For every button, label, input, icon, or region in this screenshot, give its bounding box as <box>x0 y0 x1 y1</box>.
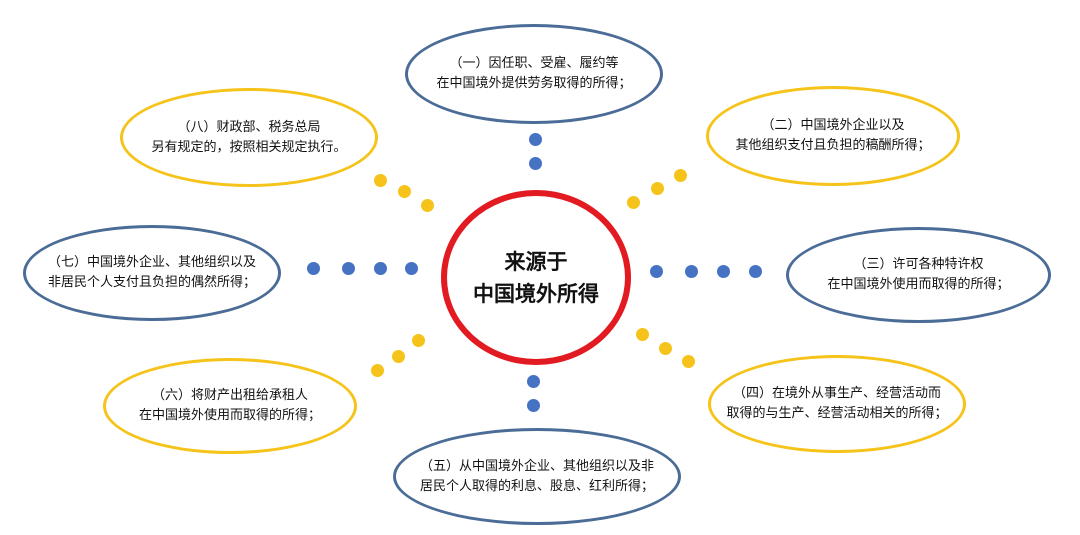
node-4-line1: （四）在境外从事生产、经营活动而 <box>732 386 941 401</box>
node-4-line2: 取得的与生产、经营活动相关的所得； <box>726 406 948 421</box>
connector-dot-right <box>684 264 698 278</box>
connector-dot-lower-right <box>681 354 695 368</box>
connector-dot-upper-left <box>373 173 387 187</box>
node-4-ellipse: （四）在境外从事生产、经营活动而 取得的与生产、经营活动相关的所得； <box>708 355 966 453</box>
connector-dot-upper-right <box>626 195 640 209</box>
node-5-ellipse: （五）从中国境外企业、其他组织以及非 居民个人取得的利息、股息、红利所得； <box>393 428 681 525</box>
connector-dot-upper-left <box>420 198 434 212</box>
connector-dot-top <box>528 132 542 146</box>
node-3-line1: （三）许可各种特许权 <box>853 257 984 272</box>
node-8-line1: （八）财政部、税务总局 <box>177 119 321 135</box>
node-5-line1: （五）从中国境外企业、其他组织以及非 <box>419 458 654 474</box>
node-3-ellipse: （三）许可各种特许权 在中国境外使用而取得的所得； <box>786 227 1051 323</box>
node-3-line2: 在中国境外使用而取得的所得； <box>827 277 1010 292</box>
node-2-ellipse: （二）中国境外企业以及 其他组织支付且负担的稿酬所得； <box>706 86 960 186</box>
node-2-line2: 其他组织支付且负担的稿酬所得； <box>735 138 931 153</box>
connector-dot-right <box>748 264 762 278</box>
node-1-line2: 在中国境外提供劳务取得的所得； <box>436 76 632 91</box>
connector-dot-left <box>404 261 418 275</box>
connector-dot-lower-left <box>411 333 425 347</box>
node-1-ellipse: （一）因任职、受雇、履约等 在中国境外提供劳务取得的所得； <box>405 24 663 124</box>
node-6-ellipse: （六）将财产出租给承租人 在中国境外使用而取得的所得； <box>103 358 357 454</box>
connector-dot-right <box>716 264 730 278</box>
connector-dot-top <box>528 156 542 170</box>
node-7-line2: 非居民个人支付且负担的偶然所得； <box>47 275 256 290</box>
node-5-line2: 居民个人取得的利息、股息、红利所得； <box>419 478 654 494</box>
connector-dot-left <box>373 261 387 275</box>
node-7-ellipse: （七）中国境外企业、其他组织以及 非居民个人支付且负担的偶然所得； <box>23 225 281 321</box>
node-2-line1: （二）中国境外企业以及 <box>761 118 905 133</box>
node-6-line1: （六）将财产出租给承租人 <box>151 388 308 403</box>
connector-dot-upper-right <box>673 168 687 182</box>
connector-dot-left <box>341 261 355 275</box>
connector-dot-bottom <box>526 398 540 412</box>
node-7-line1: （七）中国境外企业、其他组织以及 <box>47 255 256 270</box>
node-8-ellipse: （八）财政部、税务总局 另有规定的，按照相关规定执行。 <box>120 88 378 187</box>
connector-dot-lower-right <box>635 327 649 341</box>
connector-dot-bottom <box>526 374 540 388</box>
center-title-line2: 中国境外所得 <box>473 281 599 306</box>
node-8-line2: 另有规定的，按照相关规定执行。 <box>151 139 347 155</box>
center-title-line1: 来源于 <box>504 249 568 274</box>
connector-dot-upper-left <box>397 184 411 198</box>
node-1-line1: （一）因任职、受雇、履约等 <box>449 56 619 71</box>
connector-dot-lower-right <box>658 341 672 355</box>
center-circle: 来源于 中国境外所得 <box>441 190 631 365</box>
connector-dot-right <box>649 264 663 278</box>
connector-dot-upper-right <box>650 181 664 195</box>
node-6-line2: 在中国境外使用而取得的所得； <box>138 408 321 423</box>
connector-dot-lower-left <box>370 363 384 377</box>
connector-dot-left <box>306 261 320 275</box>
connector-dot-lower-left <box>391 349 405 363</box>
